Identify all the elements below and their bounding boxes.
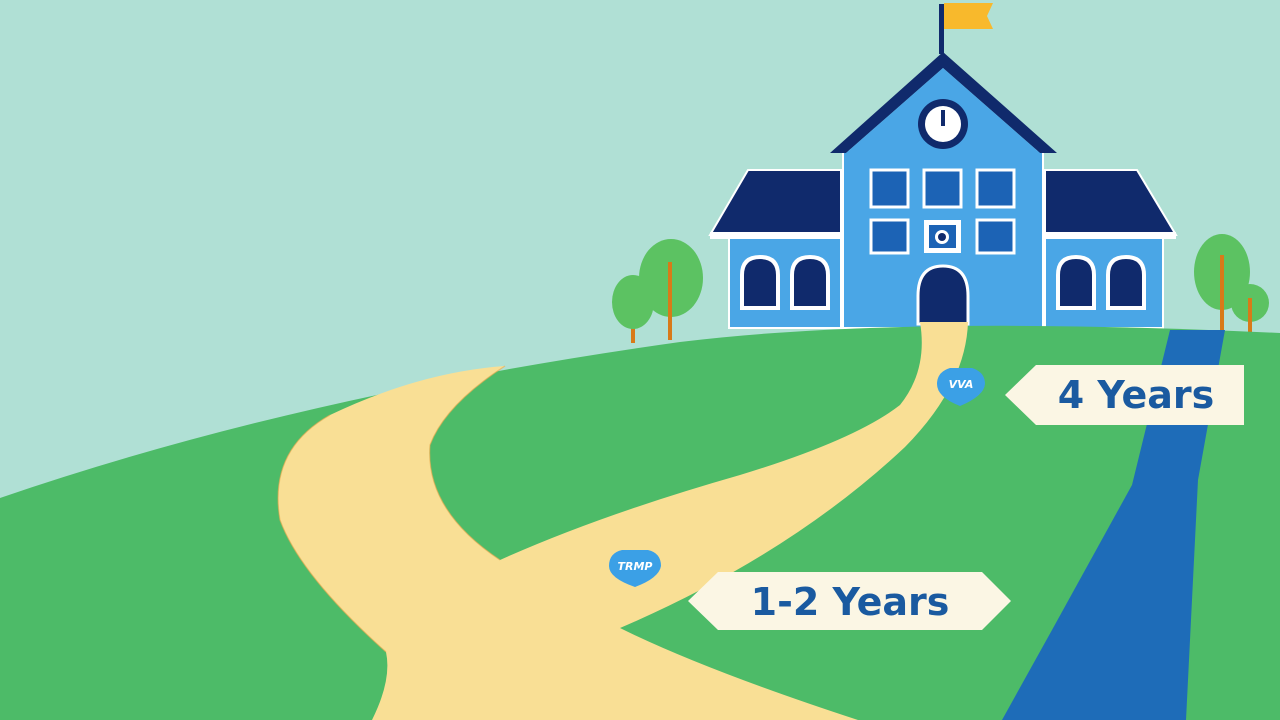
- school-door: [916, 264, 970, 326]
- school-building: [708, 3, 1178, 329]
- flag-pole: [939, 4, 944, 54]
- school-emblem-icon: [924, 220, 961, 253]
- path-marker-upper: VVA: [937, 368, 985, 406]
- clock-icon: [918, 99, 968, 149]
- blue-river: [1002, 330, 1225, 720]
- tree-left-large: [639, 239, 703, 340]
- marker-lower-text: TRMP: [618, 560, 653, 573]
- wing-windows: [740, 254, 1146, 310]
- tower-windows: [869, 168, 1016, 255]
- sign-4-years: 4 Years: [1005, 365, 1244, 425]
- marker-upper-text: VVA: [949, 378, 974, 391]
- winding-path: [278, 322, 968, 720]
- sign-1-2-years-text: 1-2 Years: [751, 580, 950, 624]
- sign-1-2-years: 1-2 Years: [688, 572, 1011, 630]
- flag-icon: [944, 3, 993, 29]
- tree-right-small: [1231, 284, 1269, 338]
- sign-4-years-text: 4 Years: [1058, 373, 1214, 417]
- path-marker-lower: TRMP: [609, 550, 661, 587]
